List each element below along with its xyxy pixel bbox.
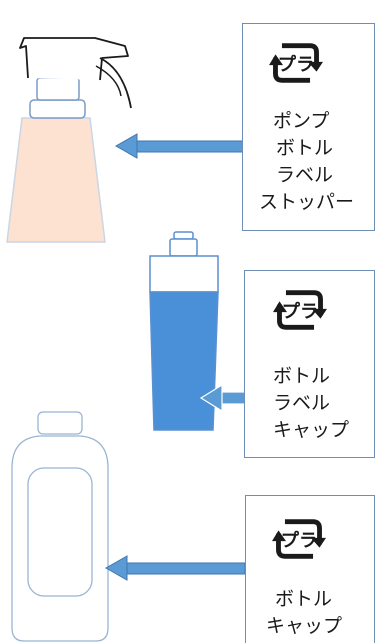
pump-nozzle-curve	[99, 57, 132, 109]
recycle-label-box-3: プラ ボトル キャップ	[245, 495, 375, 643]
part-label: ラベル	[273, 392, 331, 414]
pla-recycle-icon: プラ	[273, 290, 327, 330]
part-label: ボトル	[275, 588, 333, 610]
recycle-label-box-2: プラ ボトル ラベル キャップ	[244, 270, 375, 458]
pump-bottle-body	[6, 117, 106, 243]
parts-list-2: ボトル ラベル キャップ	[273, 363, 349, 444]
svg-text:プラ: プラ	[282, 301, 319, 323]
part-label: キャップ	[273, 419, 350, 441]
part-label: ストッパー	[259, 191, 355, 213]
arrow-1	[114, 133, 244, 159]
recycle-label-box-1: プラ ポンプ ボトル ラベル ストッパー	[242, 23, 375, 231]
cap-bottle-body	[149, 291, 219, 431]
svg-text:プラ: プラ	[281, 530, 318, 552]
pump-neck	[36, 77, 80, 101]
cap	[169, 238, 198, 257]
pla-recycle-icon: プラ	[272, 519, 326, 559]
refill-bottle-illustration	[11, 411, 109, 642]
part-label: ボトル	[276, 137, 334, 159]
part-label: ボトル	[273, 365, 331, 387]
parts-list-3: ボトル キャップ	[266, 586, 342, 640]
pump-nozzle-inner	[95, 65, 122, 97]
pla-recycle-icon: プラ	[269, 43, 323, 83]
pump-collar	[29, 99, 86, 119]
parts-list-1: ポンプ ボトル ラベル ストッパー	[259, 108, 354, 216]
refill-cap	[37, 411, 83, 435]
arrow-3	[104, 555, 246, 581]
bottle-shoulder	[149, 255, 219, 293]
pump-head	[19, 37, 129, 81]
cap-top	[173, 231, 194, 240]
part-label: ラベル	[276, 164, 334, 186]
pump-bottle-illustration	[6, 37, 132, 243]
svg-text:プラ: プラ	[278, 54, 315, 76]
part-label: ポンプ	[273, 110, 330, 132]
refill-label-area	[27, 467, 93, 597]
part-label: キャップ	[266, 615, 343, 637]
cap-bottle-illustration	[149, 231, 219, 431]
